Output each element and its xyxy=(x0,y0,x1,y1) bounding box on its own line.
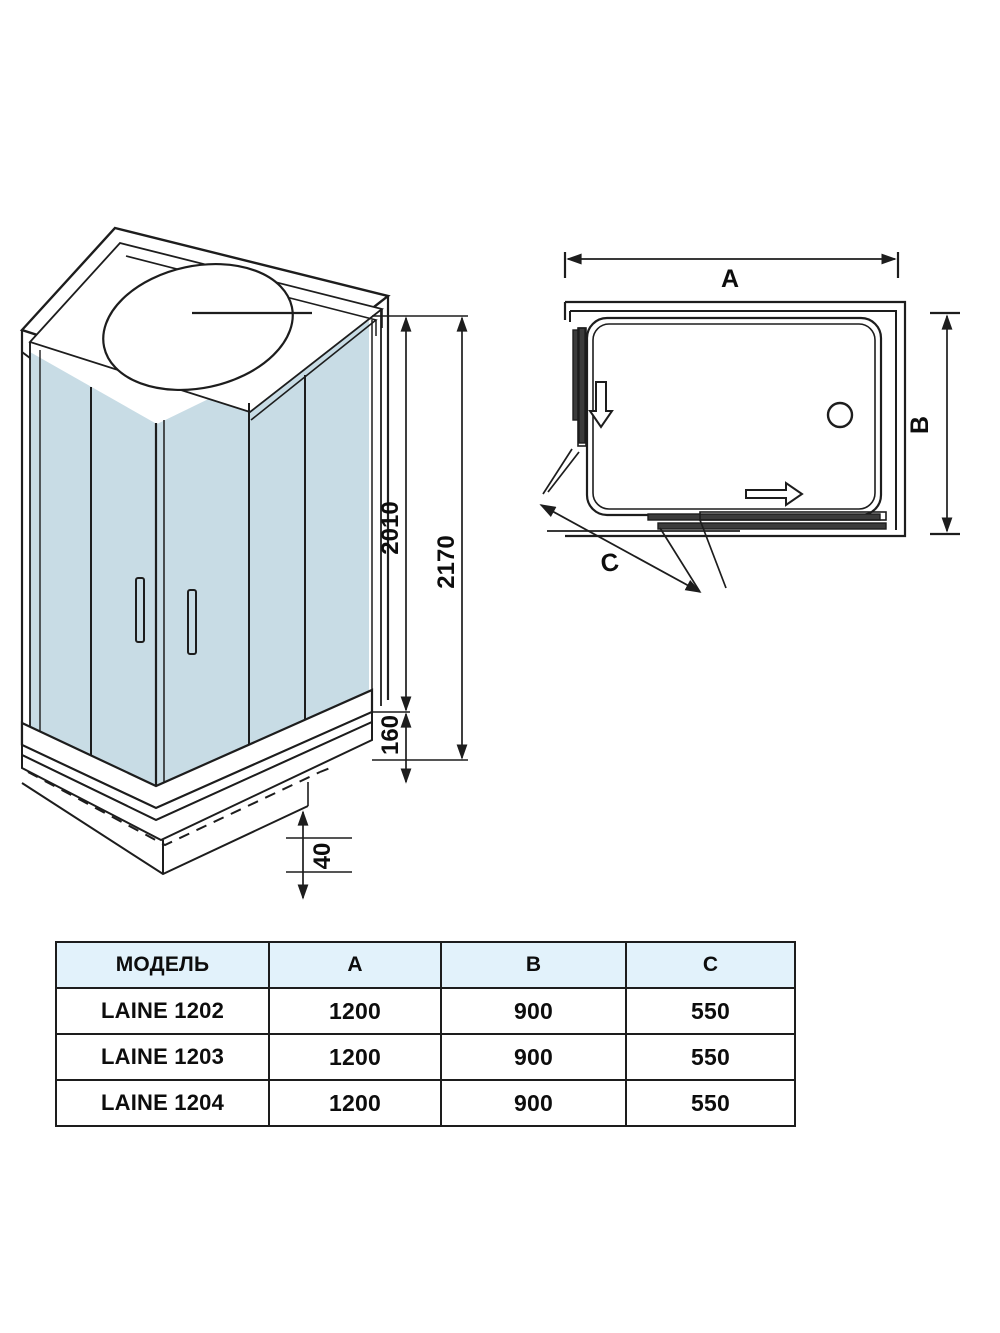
cell-a: 1200 xyxy=(268,987,442,1035)
cell-b: 900 xyxy=(440,1079,627,1127)
cell-b: 900 xyxy=(440,1033,627,1081)
glass-panels xyxy=(30,321,369,807)
perspective-dimension-set xyxy=(286,315,468,900)
door-handles xyxy=(135,577,197,655)
dim-label-160: 160 xyxy=(377,715,404,755)
3d-perspective-view xyxy=(19,226,391,876)
column-header-c: C xyxy=(625,941,796,989)
column-header-a: A xyxy=(268,941,442,989)
dim-label-A: A xyxy=(721,265,739,293)
dim-label-40: 40 xyxy=(309,843,336,870)
plan-door-panels xyxy=(572,327,887,530)
column-header-model: МОДЕЛЬ xyxy=(55,941,270,989)
cell-b: 900 xyxy=(440,987,627,1035)
door-slide-down-arrow xyxy=(588,381,614,429)
ceiling-oval xyxy=(102,262,312,392)
cell-c: 550 xyxy=(625,987,796,1035)
dim-label-C: C xyxy=(599,548,621,578)
table-header-row: МОДЕЛЬ A B C xyxy=(55,941,796,989)
dim-label-2010: 2010 xyxy=(377,501,404,554)
top-plan-view: A B xyxy=(539,252,960,593)
cell-a: 1200 xyxy=(268,1079,442,1127)
table-row: LAINE 1203 1200 900 550 xyxy=(55,1033,796,1081)
model-spec-table: МОДЕЛЬ A B C LAINE 1202 1200 900 550 LAI… xyxy=(55,941,796,1127)
cell-c: 550 xyxy=(625,1079,796,1127)
cell-model: LAINE 1203 xyxy=(55,1033,270,1081)
dim-C xyxy=(539,448,740,593)
dim-A xyxy=(563,252,900,278)
column-header-b: B xyxy=(440,941,627,989)
table-row: LAINE 1202 1200 900 550 xyxy=(55,987,796,1035)
table-row: LAINE 1204 1200 900 550 xyxy=(55,1079,796,1127)
dim-B xyxy=(930,311,960,536)
cell-a: 1200 xyxy=(268,1033,442,1081)
plan-shower-tray xyxy=(585,316,883,517)
door-slide-left-arrow xyxy=(745,481,804,507)
drain-circle xyxy=(826,401,854,429)
dim-label-B: B xyxy=(906,416,934,434)
plan-panel-outline xyxy=(577,327,887,521)
dim-label-2170: 2170 xyxy=(433,535,460,588)
cell-model: LAINE 1204 xyxy=(55,1079,270,1127)
cell-c: 550 xyxy=(625,1033,796,1081)
cabin-frame xyxy=(20,296,390,808)
plan-outer-wall xyxy=(563,300,907,538)
cell-model: LAINE 1202 xyxy=(55,987,270,1035)
